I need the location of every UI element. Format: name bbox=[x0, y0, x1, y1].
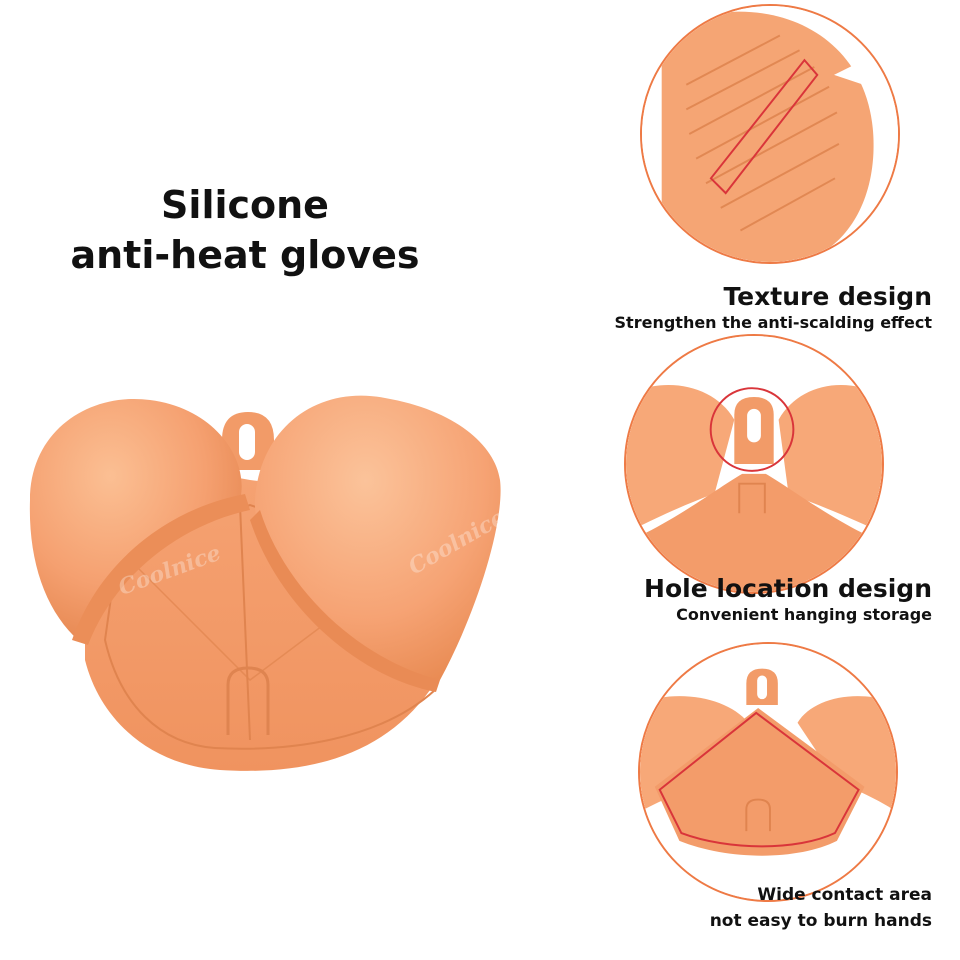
feature-hole-subtitle: Convenient hanging storage bbox=[676, 605, 932, 624]
title-line-2: anti-heat gloves bbox=[70, 233, 420, 277]
detail-hole-circle bbox=[624, 334, 884, 594]
hanging-hole bbox=[239, 424, 255, 460]
product-title: Silicone anti-heat gloves bbox=[40, 180, 450, 280]
feature-contact-caption: Wide contact area not easy to burn hands bbox=[710, 882, 932, 934]
feature-hole-heading: Hole location design bbox=[644, 574, 932, 603]
hole-highlight bbox=[709, 387, 795, 472]
contact-area-highlight bbox=[658, 711, 860, 848]
feature-contact-line-1: Wide contact area bbox=[757, 885, 932, 905]
feature-hole-caption: Hole location design Convenient hanging … bbox=[644, 574, 932, 626]
glove-left-cup bbox=[29, 398, 242, 640]
detail-texture-circle bbox=[640, 4, 900, 264]
feature-contact-line-2: not easy to burn hands bbox=[709, 911, 932, 931]
feature-texture-subtitle: Strengthen the anti-scalding effect bbox=[614, 313, 932, 332]
texture-closeup-image bbox=[642, 6, 898, 262]
hole-closeup-image bbox=[626, 336, 882, 592]
detail-contact-circle bbox=[638, 642, 898, 902]
hanging-hole-closeup bbox=[747, 408, 761, 443]
texture-highlight bbox=[709, 58, 819, 195]
feature-texture-caption: Texture design Strengthen the anti-scald… bbox=[615, 282, 932, 334]
feature-texture-heading: Texture design bbox=[723, 282, 932, 311]
contact-area-closeup-image bbox=[640, 644, 896, 900]
title-line-1: Silicone bbox=[161, 183, 329, 227]
